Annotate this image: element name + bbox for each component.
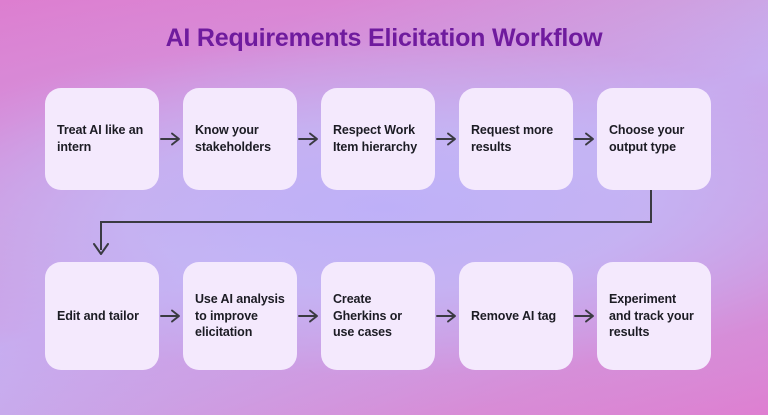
- flow-node-3-label: Respect Work Item hierarchy: [333, 123, 418, 154]
- flow-node-5[interactable]: Choose your output type: [597, 88, 711, 190]
- flow-row-1: Treat AI like an intern Know your stakeh…: [45, 88, 711, 190]
- flow-node-9-label: Remove AI tag: [471, 308, 557, 323]
- flow-node-7[interactable]: Use AI analysis to improve elicitation: [183, 262, 297, 370]
- flow-node-10[interactable]: Experiment and track your results: [597, 262, 711, 370]
- page-title: AI Requirements Elicitation Workflow: [165, 24, 603, 52]
- arrow-right-icon: [297, 306, 321, 326]
- flow-node-7-label: Use AI analysis to improve elicitation: [195, 292, 285, 340]
- arrow-right-icon: [297, 129, 321, 149]
- flow-node-5-label: Choose your output type: [609, 123, 685, 154]
- flow-node-10-label: Experiment and track your results: [609, 292, 694, 340]
- arrow-right-icon: [159, 306, 183, 326]
- flow-node-4-label: Request more results: [471, 123, 554, 154]
- flow-node-1[interactable]: Treat AI like an intern: [45, 88, 159, 190]
- flow-node-8[interactable]: Create Gherkins or use cases: [321, 262, 435, 370]
- flow-node-8-label: Create Gherkins or use cases: [333, 292, 403, 340]
- flow-node-2[interactable]: Know your stakeholders: [183, 88, 297, 190]
- arrow-right-icon: [573, 306, 597, 326]
- flow-node-1-label: Treat AI like an intern: [57, 123, 144, 154]
- flow-node-6[interactable]: Edit and tailor: [45, 262, 159, 370]
- arrow-right-icon: [159, 129, 183, 149]
- flow-row-2: Edit and tailor Use AI analysis to impro…: [45, 262, 711, 370]
- arrow-right-icon: [435, 129, 459, 149]
- arrow-right-icon: [435, 306, 459, 326]
- arrow-right-icon: [573, 129, 597, 149]
- flow-node-4[interactable]: Request more results: [459, 88, 573, 190]
- flow-node-2-label: Know your stakeholders: [195, 123, 271, 154]
- flow-node-9[interactable]: Remove AI tag: [459, 262, 573, 370]
- flow-node-6-label: Edit and tailor: [57, 308, 139, 323]
- flow-node-3[interactable]: Respect Work Item hierarchy: [321, 88, 435, 190]
